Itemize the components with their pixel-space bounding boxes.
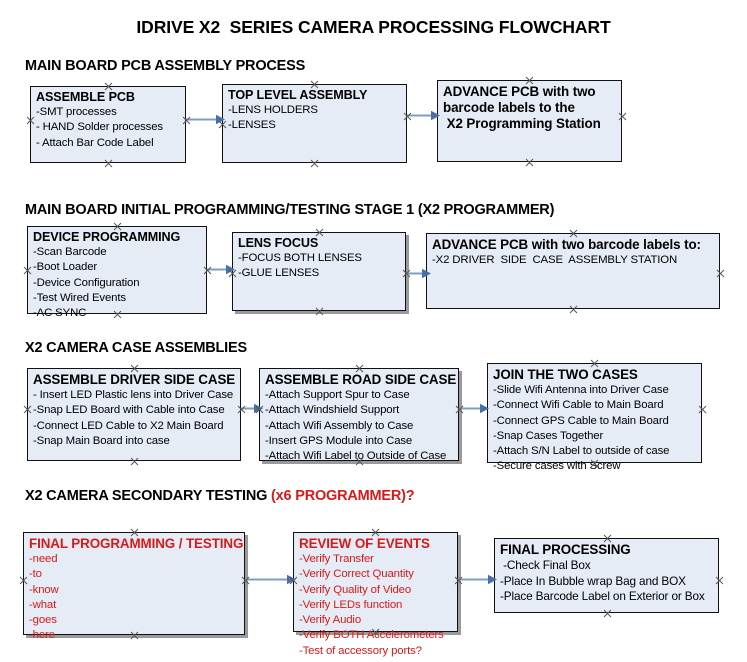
node-line: -Snap Cases Together <box>493 429 604 442</box>
node-line: -Attach Wifi Assembly to Case <box>265 419 414 432</box>
node-line: -Slide Wifi Antenna into Driver Case <box>493 384 669 396</box>
node-assemble-road-side-case[interactable]: ASSEMBLE ROAD SIDE CASE -Attach Support … <box>259 368 459 463</box>
node-line: -X2 DRIVER SIDE CASE ASSEMBLY STATION <box>432 254 678 266</box>
node-line: -LENS HOLDERS <box>228 104 318 116</box>
node-line: -Place Barcode Label on Exterior or Box <box>500 589 705 604</box>
node-line: -Verify LEDs function <box>299 598 403 611</box>
node-title: LENS FOCUS <box>238 236 319 250</box>
node-title: ADVANCE PCB with two barcode labels to: <box>432 237 701 252</box>
node-line: -GLUE LENSES <box>238 267 320 280</box>
section-heading-4: X2 CAMERA SECONDARY TESTING (x6 PROGRAMM… <box>25 488 415 504</box>
node-line: -know <box>29 583 59 596</box>
node-line-overflow: -Test of accessory ports? <box>299 644 422 657</box>
node-line: -Snap LED Board with Cable into Case <box>33 404 225 417</box>
node-line: -Verify Correct Quantity <box>299 568 414 581</box>
section-heading-1: MAIN BOARD PCB ASSEMBLY PROCESS <box>25 58 306 74</box>
node-line: -Insert GPS Module into Case <box>265 434 413 447</box>
node-line: -Place In Bubble wrap Bag and BOX <box>500 573 686 588</box>
node-line: -need <box>29 553 58 565</box>
node-line: -to <box>29 568 42 581</box>
node-join-the-two-cases[interactable]: JOIN THE TWO CASES -Slide Wifi Antenna i… <box>487 363 702 472</box>
node-title: JOIN THE TWO CASES <box>493 367 638 382</box>
node-line: barcode labels to the <box>443 100 575 115</box>
node-title: ADVANCE PCB with two <box>443 84 596 99</box>
node-line: -Connect GPS Cable to Main Board <box>493 414 669 427</box>
node-line: - Insert LED Plastic lens into Driver Ca… <box>33 389 234 401</box>
arrow-connector[interactable] <box>246 574 296 585</box>
node-title: TOP LEVEL ASSEMBLY <box>228 88 368 102</box>
node-device-programming[interactable]: DEVICE PROGRAMMING -Scan Barcode -Boot L… <box>27 226 207 319</box>
node-title: FINAL PROGRAMMING / TESTING <box>29 536 244 551</box>
node-line: -FOCUS BOTH LENSES <box>238 252 362 264</box>
node-final-processing[interactable]: FINAL PROCESSING -Check Final Box -Place… <box>494 538 719 613</box>
node-line: -Verify Quality of Video <box>299 583 412 596</box>
node-line: -Device Configuration <box>33 276 140 289</box>
node-line: -Attach Support Spur to Case <box>265 389 410 401</box>
node-line: -Connect Wifi Cable to Main Board <box>493 399 664 412</box>
page-title: IDRIVE X2 SERIES CAMERA PROCESSING FLOWC… <box>136 17 611 37</box>
node-advance-pcb-station[interactable]: ADVANCE PCB with two barcode labels to t… <box>437 80 622 162</box>
node-final-programming-testing[interactable]: FINAL PROGRAMMING / TESTING -need -to -k… <box>23 532 245 641</box>
arrow-connector[interactable] <box>461 403 489 414</box>
node-review-of-events[interactable]: REVIEW OF EVENTS -Verify Transfer -Verif… <box>293 532 458 657</box>
node-line: -Scan Barcode <box>33 246 107 258</box>
node-line: -Verify Audio <box>299 614 361 627</box>
node-line: -Boot Loader <box>33 261 98 274</box>
node-assemble-driver-side-case[interactable]: ASSEMBLE DRIVER SIDE CASE - Insert LED P… <box>27 368 241 461</box>
section-heading-4-main: X2 CAMERA SECONDARY TESTING <box>25 488 272 504</box>
node-line: -Attach Windshield Support <box>265 404 400 417</box>
section-heading-4-accent: (x6 PROGRAMMER)? <box>271 488 415 504</box>
node-line: -Verify BOTH Accelerometers <box>299 629 444 642</box>
node-line: -Attach Wifi Label to Outside of Case <box>265 450 447 463</box>
node-line: -Attach S/N Label to outside of case <box>493 445 670 458</box>
node-title: FINAL PROCESSING <box>500 542 631 557</box>
node-title: REVIEW OF EVENTS <box>299 536 430 551</box>
node-line: -Snap Main Board into case <box>33 434 170 447</box>
node-line: -Test Wired Events <box>33 291 126 304</box>
node-top-level-assembly[interactable]: TOP LEVEL ASSEMBLY -LENS HOLDERS -LENSES <box>222 84 407 163</box>
node-title: ASSEMBLE DRIVER SIDE CASE <box>33 372 236 387</box>
node-line: - Attach Bar Code Label <box>36 136 154 149</box>
node-advance-pcb-driver-station[interactable]: ADVANCE PCB with two barcode labels to: … <box>426 233 720 309</box>
arrow-connector[interactable] <box>207 264 235 275</box>
node-title: ASSEMBLE ROAD SIDE CASE <box>265 372 457 387</box>
node-line: -what <box>29 598 57 611</box>
node-line: -goes <box>29 614 57 627</box>
arrow-connector[interactable] <box>241 403 263 414</box>
node-line: -Verify Transfer <box>299 553 374 565</box>
node-line: -Check Final Box <box>500 558 591 572</box>
node-line: -SMT processes <box>36 106 117 118</box>
section-heading-3: X2 CAMERA CASE ASSEMBLIES <box>25 340 247 356</box>
node-line: -Connect LED Cable to X2 Main Board <box>33 419 224 432</box>
node-line: -LENSES <box>228 119 276 132</box>
node-line: X2 Programming Station <box>443 116 601 131</box>
node-lens-focus[interactable]: LENS FOCUS -FOCUS BOTH LENSES -GLUE LENS… <box>232 232 406 311</box>
node-title: DEVICE PROGRAMMING <box>33 230 181 244</box>
node-line: - HAND Solder processes <box>36 121 163 134</box>
node-line: -here <box>29 629 55 642</box>
node-title: ASSEMBLE PCB <box>36 90 135 104</box>
arrow-connector[interactable] <box>407 110 440 121</box>
node-line: -Secure cases with Screw <box>493 460 621 473</box>
arrow-connector[interactable] <box>459 574 497 585</box>
node-assemble-pcb[interactable]: ASSEMBLE PCB -SMT processes - HAND Solde… <box>30 86 186 163</box>
arrow-connector[interactable] <box>409 268 431 279</box>
section-heading-2: MAIN BOARD INITIAL PROGRAMMING/TESTING S… <box>25 202 555 218</box>
arrow-connector[interactable] <box>186 114 225 125</box>
node-line: -AC SYNC <box>33 307 87 320</box>
